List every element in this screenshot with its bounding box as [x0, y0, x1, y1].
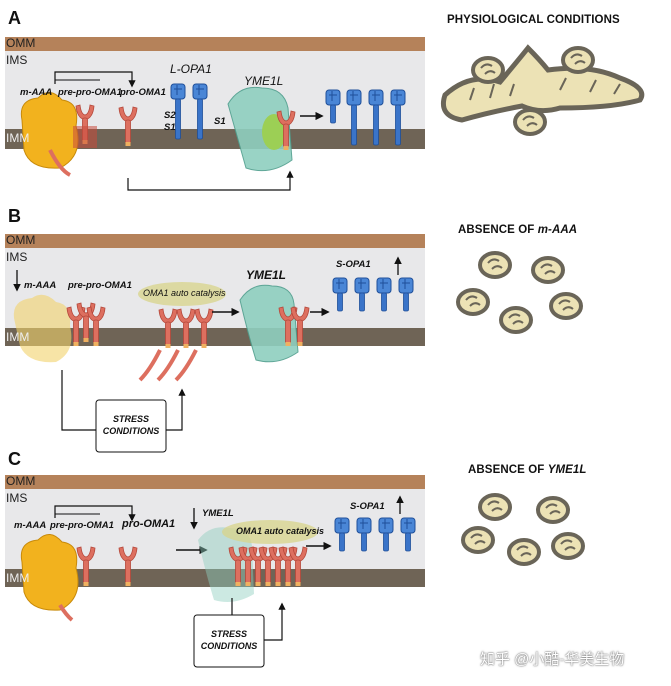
- mito-network-a: [440, 44, 645, 123]
- mito-b4: [499, 306, 533, 334]
- yme1l-a: [227, 86, 293, 172]
- imm-label-a: IMM: [6, 131, 30, 145]
- panel-c-graphics: [5, 475, 585, 668]
- omm-label-c: OMM: [6, 474, 36, 488]
- imm-band-a: [5, 129, 425, 149]
- s-opa1-label-b: S-OPA1: [336, 259, 371, 270]
- omm-label-a: OMM: [6, 36, 36, 50]
- l-opa1-label: L-OPA1: [170, 62, 212, 76]
- mito-c5: [551, 532, 585, 560]
- omm-label-b: OMM: [6, 233, 36, 247]
- panel-a-letter: A: [8, 8, 21, 28]
- m-aaa-label-c: m-AAA: [14, 520, 47, 531]
- s-opa1-label-c: S-OPA1: [350, 501, 385, 512]
- mito-a2: [561, 46, 595, 74]
- omm-band-c: [5, 475, 425, 489]
- mito-c1: [478, 493, 512, 521]
- panel-b-letter: B: [8, 206, 21, 226]
- panel-b-graphics: [5, 234, 583, 453]
- panel-b-heading: ABSENCE OF m-AAA: [458, 224, 578, 236]
- pro-oma1-label-a: pro-OMA1: [120, 87, 166, 98]
- yme1l-label-c: YME1L: [202, 508, 234, 519]
- ims-label-b: IMS: [6, 250, 28, 264]
- yme1l-b: [239, 284, 299, 363]
- m-aaa-protease-c: [20, 534, 79, 611]
- auto-catalysis-cloud-b: [138, 282, 226, 306]
- pre-pro-oma1-label-a: pre-pro-OMA1: [58, 87, 122, 98]
- auto-catalysis-cloud-c: [222, 520, 318, 544]
- s1-label-b: S1: [214, 116, 226, 127]
- panel-a-heading: PHYSIOLOGICAL CONDITIONS: [447, 14, 620, 26]
- stress-box-b: [95, 399, 167, 453]
- ims-label-a: IMS: [6, 53, 28, 67]
- auto-catalysis-label-b: OMA1 auto catalysis: [143, 288, 226, 298]
- imm-band-b: [5, 328, 425, 346]
- pro-oma1-label-c: pro-OMA1: [122, 518, 176, 530]
- mito-a1: [471, 56, 505, 84]
- mito-a3: [513, 108, 547, 136]
- mito-b5: [549, 292, 583, 320]
- stress-box-c: [193, 614, 265, 668]
- m-aaa-protease-a: [20, 92, 79, 169]
- pre-pro-oma1-label-c: pre-pro-OMA1: [50, 520, 114, 531]
- watermark: 知乎 @小酷-华美生物: [480, 651, 625, 668]
- imm-label-c: IMM: [6, 571, 30, 585]
- mito-b3: [456, 288, 490, 316]
- omm-band-b: [5, 234, 425, 248]
- panel-c-heading: ABSENCE OF YME1L: [468, 464, 587, 476]
- m-aaa-protease-b: [13, 294, 72, 363]
- mito-c3: [461, 526, 495, 554]
- s2-label: S2: [164, 110, 176, 121]
- yme1l-label-b: YME1L: [246, 268, 287, 282]
- s1-label-a: S1: [164, 122, 176, 133]
- mito-b2: [531, 256, 565, 284]
- imm-label-b: IMM: [6, 330, 30, 344]
- m-aaa-label-b: m-AAA: [24, 280, 57, 291]
- yme1l-label-a: YME1L: [244, 74, 284, 88]
- m-aaa-label-a: m-AAA: [20, 87, 53, 98]
- panel-c-letter: C: [8, 449, 21, 469]
- pre-pro-oma1-label-b: pre-pro-OMA1: [68, 280, 132, 291]
- omm-band-a: [5, 37, 425, 51]
- ims-label-c: IMS: [6, 491, 28, 505]
- panel-a-graphics: [5, 37, 645, 191]
- auto-catalysis-label-c: OMA1 auto catalysis: [236, 526, 325, 536]
- mito-c2: [536, 496, 570, 524]
- imm-band-c: [5, 569, 425, 587]
- mito-b1: [478, 251, 512, 279]
- mito-c4: [507, 538, 541, 566]
